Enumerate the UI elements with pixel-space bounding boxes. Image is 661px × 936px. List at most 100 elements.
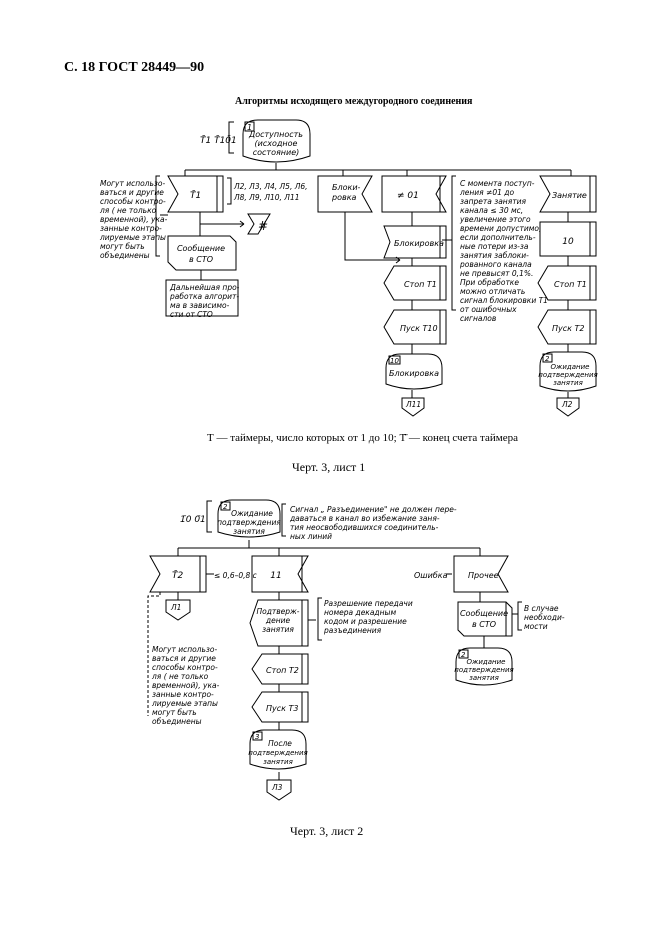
- s2-state-2-num: 2: [223, 503, 228, 511]
- s2-oshibka-label: Ошибка: [414, 571, 448, 580]
- svg-text:могут быть: могут быть: [152, 708, 197, 717]
- svg-text:запрета занятия: запрета занятия: [460, 197, 526, 206]
- s2-state-2b: [455, 647, 513, 686]
- s1-state-1-l2: (исходное: [255, 139, 298, 148]
- s1-further: Дальнейшая про- работка алгорит- ма в за…: [169, 283, 240, 319]
- s1-connector-l2-label: Л2: [561, 400, 573, 409]
- svg-text:Могут использо-: Могут использо-: [152, 645, 217, 654]
- s2-state-2-l2: подтверждения: [217, 518, 281, 527]
- svg-text:работка алгорит-: работка алгорит-: [169, 292, 239, 301]
- s2-state-3-l3: занятия: [263, 758, 293, 766]
- s1-msg-sto-l2: в СТО: [189, 255, 213, 264]
- s2-t2-range: ≤ 0,6–0,8 с: [214, 571, 258, 580]
- s2-note-top: Сигнал „ Разъединение" не должен пере- д…: [289, 505, 457, 541]
- s1-further-box: [165, 279, 239, 317]
- svg-text:могут быть: могут быть: [100, 242, 145, 251]
- svg-text:ваться и другие: ваться и другие: [152, 654, 216, 663]
- s1-t1-list-1: Л2, Л3, Л4, Л5, Л6,: [233, 182, 308, 191]
- s2-note-left-bracket: [147, 592, 161, 716]
- svg-text:лируемые этапы: лируемые этапы: [151, 699, 218, 708]
- s1-pusk-t2-label: Пуск Т2: [552, 324, 585, 333]
- s1-msg-sto: [167, 235, 237, 271]
- s2-input-prochee: [453, 555, 509, 593]
- s2-confirm-l2: дение: [265, 616, 291, 625]
- s2-pusk-t3-label: Пуск Т3: [266, 704, 299, 713]
- s1-state-2-num: 2: [545, 355, 550, 363]
- s1-stop-t1b-label: Стоп Т1: [554, 280, 587, 289]
- s2-state-3-l2: подтверждения: [248, 749, 307, 757]
- svg-text:лируемые этапы: лируемые этапы: [99, 233, 166, 242]
- svg-text:сигналов: сигналов: [460, 314, 496, 323]
- svg-text:При обработке: При обработке: [460, 278, 519, 287]
- svg-text:необходи-: необходи-: [524, 613, 565, 622]
- s2-input-prochee-label: Прочее: [468, 571, 499, 580]
- s1-input-not01: [381, 175, 447, 213]
- s1-input-t1-label: Т̄1: [190, 189, 201, 201]
- s2-state-2b-l1: Ожидание: [467, 658, 506, 666]
- s2-input-t2-label: Т̄2: [172, 569, 183, 581]
- s2-note-sto: В случае необходи- мости: [524, 604, 565, 631]
- s1-state-1-l3: состояние): [253, 148, 300, 157]
- s2-stop-t2: [251, 653, 309, 685]
- s1-stop-t1b: [537, 265, 597, 301]
- s2-state-2b-num: 2: [461, 651, 466, 659]
- s1-bus-drops: [184, 170, 572, 176]
- s1-pusk-t2: [537, 309, 597, 345]
- diagram-title: Алгоритмы исходящего междугородного соед…: [235, 96, 473, 107]
- s2-state-2-l3: занятия: [233, 527, 265, 536]
- svg-text:если дополнитель-: если дополнитель-: [460, 233, 536, 242]
- s2-confirm-l3: занятия: [262, 625, 294, 634]
- svg-text:способы контро-: способы контро-: [152, 663, 218, 672]
- s1-stop-t1a-label: Стоп Т1: [404, 280, 437, 289]
- chert-2: Черт. 3, лист 2: [290, 824, 364, 838]
- s2-msg-sto-l2: в СТО: [472, 620, 496, 629]
- svg-text:ных линий: ных линий: [290, 532, 332, 541]
- svg-text:В случае: В случае: [524, 604, 559, 613]
- s2-input-11-label: 11: [270, 571, 281, 581]
- s1-note-right-bracket: [451, 175, 456, 311]
- s1-output-blokirovka: [383, 225, 447, 259]
- svg-text:даваться в канал во избежание: даваться в канал во избежание заня-: [289, 514, 440, 523]
- s1-output-blokirovka-label: Блокировка: [394, 239, 444, 248]
- s1-state-10: [385, 353, 443, 390]
- s1-msg-sto-l1: Сообщение: [177, 244, 225, 253]
- s2-note-confirm: Разрешение передачи номера декадным кодо…: [323, 599, 413, 635]
- s1-state-2-l3: занятия: [553, 379, 583, 387]
- svg-text:номера декадным: номера декадным: [324, 608, 396, 617]
- svg-text:Дальнейшая про-: Дальнейшая про-: [169, 283, 240, 292]
- s1-hash-label: #: [258, 219, 268, 233]
- s1-input-block-l1: Блоки-: [332, 183, 361, 192]
- svg-text:способы контро-: способы контро-: [100, 197, 166, 206]
- s2-state-2b-l3: занятия: [469, 674, 499, 682]
- s1-state-2-l2: подтверждения: [538, 371, 597, 379]
- svg-text:не превысят 0,1%.: не превысят 0,1%.: [460, 269, 533, 278]
- svg-text:Могут использо-: Могут использо-: [100, 179, 165, 188]
- svg-text:занные контро-: занные контро-: [152, 690, 214, 699]
- s1-inputs: Т̄1 Т̄10̄1: [200, 134, 237, 146]
- s2-note-sto-bracket: [517, 601, 522, 631]
- s2-msg-sto: [457, 601, 513, 637]
- svg-text:ма в зависимо-: ма в зависимо-: [170, 301, 230, 310]
- s1-state-1-num-box: [244, 121, 255, 132]
- s1-state-1-num: 1: [247, 123, 252, 132]
- s1-state-1-l1: Доступность: [248, 130, 303, 139]
- s1-note-right: С момента поступ- ления ≠01 до запрета з…: [459, 179, 548, 323]
- s1-note-left: Могут использо- ваться и другие способы …: [99, 179, 168, 260]
- svg-text:ления ≠01 до: ления ≠01 до: [459, 188, 514, 197]
- s1-pusk-t10-label: Пуск Т10: [400, 324, 438, 333]
- s1-task-10-label: 10: [562, 237, 574, 247]
- s1-t1-list-bracket: [227, 177, 232, 205]
- s2-msg-sto-l1: Сообщение: [460, 609, 508, 618]
- s1-input-block: [317, 175, 373, 213]
- s2-pusk-t3: [251, 691, 309, 723]
- s2-input-11: [251, 555, 309, 593]
- s2-connector-l3: [266, 779, 292, 801]
- s1-hash-output: [247, 213, 271, 235]
- svg-text:временной), ука-: временной), ука-: [100, 215, 168, 224]
- svg-text:Сигнал „ Разъединение" не долж: Сигнал „ Разъединение" не должен пере-: [290, 505, 457, 514]
- s1-state-10-num: 10: [390, 357, 399, 365]
- svg-text:разъединения: разъединения: [323, 626, 382, 635]
- svg-text:от ошибочных: от ошибочных: [460, 305, 517, 314]
- s1-connector-l2: [556, 397, 580, 417]
